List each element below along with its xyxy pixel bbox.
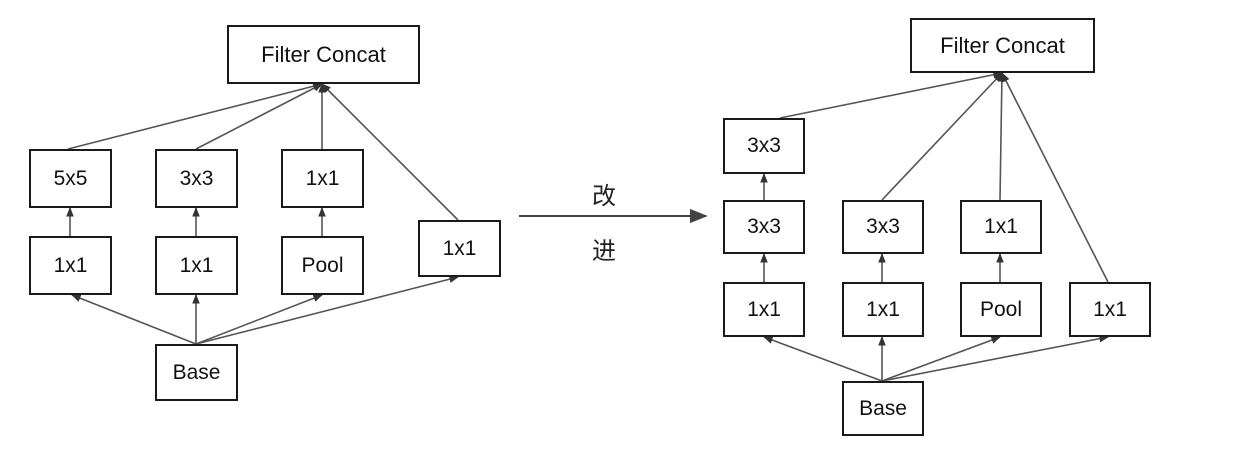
right-1x1-c-box: 1x1: [1069, 282, 1151, 337]
edge-left-base-to-1x1-a: [71, 294, 197, 345]
left-5x5-box: 5x5: [29, 149, 112, 208]
edge-right-1x1c-to-concat: [1001, 72, 1109, 283]
right-filter-concat: Filter Concat: [910, 18, 1095, 73]
right-3x3-a-box: 3x3: [723, 200, 805, 254]
left-base-box: Base: [155, 344, 238, 401]
edge-left-5x5-to-concat: [67, 82, 323, 150]
edge-left-1x1c-to-concat: [321, 83, 459, 221]
improve-label-top: 改: [592, 182, 616, 210]
right-3x3-top-box: 3x3: [723, 118, 805, 174]
edge-right-1x1-to-concat: [998, 72, 1006, 201]
edge-left-base-to-pool: [195, 294, 323, 345]
improve-label-bottom: 进: [592, 237, 616, 265]
left-1x1-c-box: 1x1: [418, 220, 501, 277]
right-base-box: Base: [842, 381, 924, 436]
left-filter-concat: Filter Concat: [227, 25, 420, 84]
edge-right-base-to-1x1-a: [763, 336, 883, 382]
edge-left-base-to-1x1-c: [195, 275, 459, 345]
edge-right-base-to-1x1-c: [881, 334, 1109, 382]
edge-right-3x3top-to-concat: [779, 70, 1003, 119]
left-1x1-a-box: 1x1: [29, 236, 112, 295]
left-1x1-top-box: 1x1: [281, 149, 364, 208]
right-1x1-top-box: 1x1: [960, 200, 1042, 254]
right-pool-box: Pool: [960, 282, 1042, 337]
edge-right-3x3b-to-concat: [881, 72, 1003, 201]
left-pool-box: Pool: [281, 236, 364, 295]
right-1x1-b-box: 1x1: [842, 282, 924, 337]
edge-left-3x3-to-concat: [195, 83, 323, 150]
right-3x3-b-box: 3x3: [842, 200, 924, 254]
edge-right-base-to-pool: [881, 336, 1001, 382]
left-3x3-box: 3x3: [155, 149, 238, 208]
left-1x1-b-box: 1x1: [155, 236, 238, 295]
right-1x1-a-box: 1x1: [723, 282, 805, 337]
